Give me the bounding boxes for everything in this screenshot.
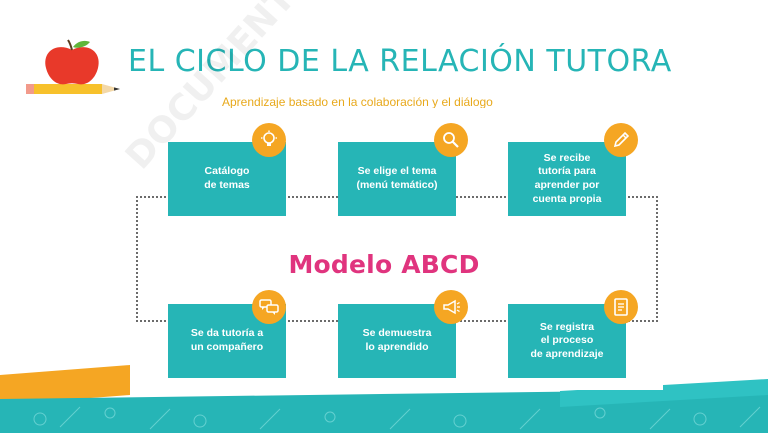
step-label-1: Catálogo de temas [204,165,250,191]
magnifier-icon [434,123,468,157]
pencil-icon [604,123,638,157]
megaphone-icon [434,290,468,324]
step-card-6: Se registra el proceso de aprendizaje [508,304,626,378]
decorative-bottom-band [0,365,768,433]
step-label-4: Se da tutoría a un compañero [190,327,264,353]
apple-icon [45,39,99,85]
lightbulb-icon [252,123,286,157]
step-card-3: Se recibe tutoría para aprender por cuen… [508,142,626,216]
page-subtitle: Aprendizaje basado en la colaboración y … [222,95,493,109]
step-label-2: Se elige el tema (menú temático) [356,165,438,191]
step-label-6: Se registra el proceso de aprendizaje [530,320,604,360]
center-label: Modelo ABCD [288,250,480,279]
pencil-icon [26,84,120,94]
step-card-2: Se elige el tema (menú temático) [338,142,456,216]
page-title: EL CICLO DE LA RELACIÓN TUTORA [128,44,672,79]
step-label-3: Se recibe tutoría para aprender por cuen… [532,151,602,205]
apple-pencil-logo [26,39,120,94]
step-label-5: Se demuestra lo aprendido [362,327,432,353]
chat-bubbles-icon [252,290,286,324]
document-icon [604,290,638,324]
